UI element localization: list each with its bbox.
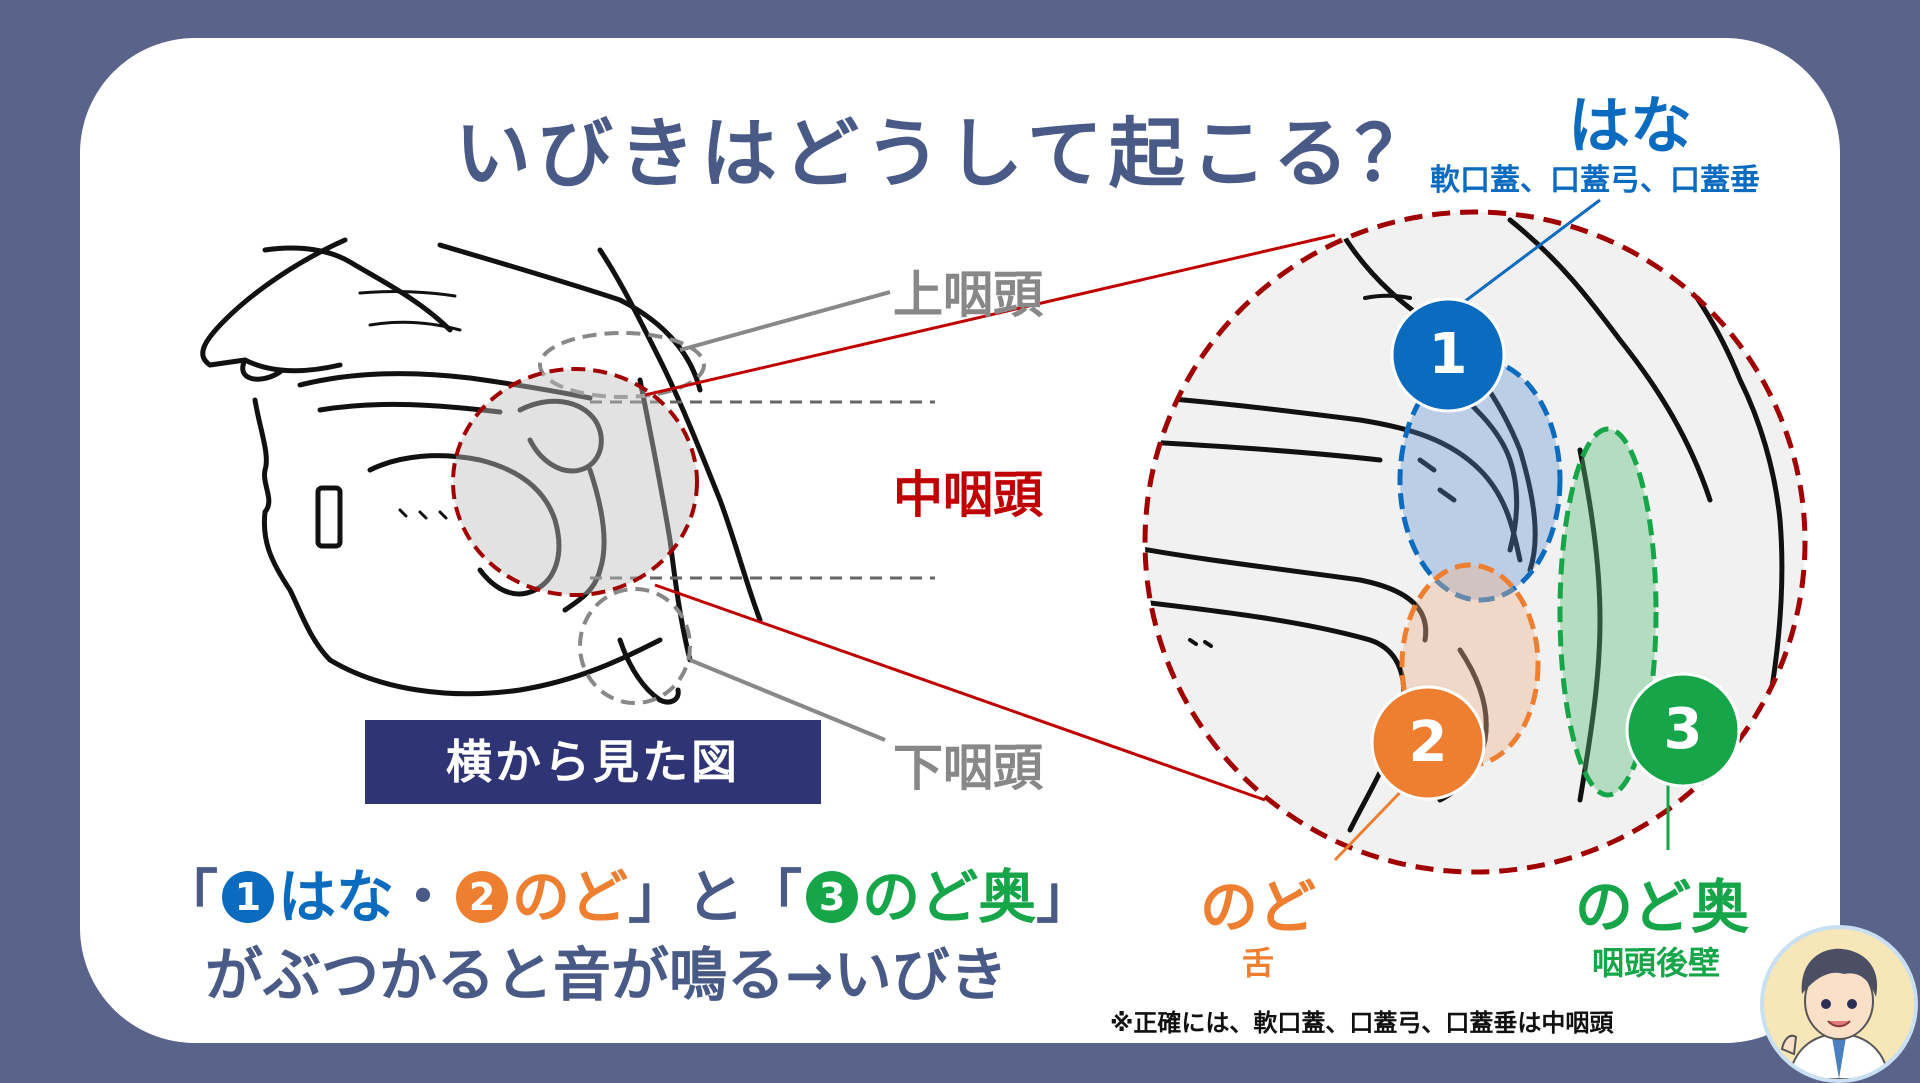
summary-badge-3: 3 [806,870,859,923]
lower-leader [689,658,886,742]
nose-zone [1397,357,1563,603]
avatar-face-icon [1780,948,1891,1079]
summary-line-2: がぶつかると音が鳴る→いびき [205,941,1008,1009]
zoom-circle-border [1142,209,1808,875]
back-title: のど奥 [1575,873,1750,941]
badge-1-number: 1 [1428,322,1468,387]
upper-pharynx-ellipse [538,331,706,399]
divider-lines [590,400,935,580]
doctor-avatar [1760,925,1918,1083]
badge-2-circle [1370,685,1486,801]
summary-open-bracket: 「 [160,863,219,931]
summary-middle-brackets: 」と「 [628,863,803,931]
middle-pharynx-label: 中咽頭 [893,466,1043,524]
zoom-line-bottom [654,583,1266,802]
middle-pharynx-circle [451,367,699,597]
lower-pharynx-label: 下咽頭 [893,739,1043,797]
nose-leader [1459,198,1601,307]
badge-1-circle [1390,297,1506,413]
summary-badge-1: 1 [222,870,275,923]
zoom-line-top [644,233,1336,397]
nose-subtitle: 軟口蓋、口蓋弓、口蓋垂 [1430,163,1760,198]
badge-3-circle [1625,672,1741,788]
upper-leader [679,290,891,352]
summary-badge-2: 2 [456,870,509,923]
upper-pharynx-label: 上咽頭 [893,266,1043,324]
throat-leader [1333,780,1412,862]
head-outline [200,237,763,705]
summary-dot: ・ [394,863,453,931]
side-view-label: 横から見た図 [365,720,821,804]
footnote: ※正確には、軟口蓋、口蓋弓、口蓋垂は中咽頭 [1110,1009,1614,1037]
throat-title: のど [1200,873,1317,941]
summary-back: のど奥 [862,863,1037,931]
throat-subtitle: 舌 [1242,944,1275,982]
summary-close-bracket: 」 [1036,863,1095,931]
nose-title: はな [1568,89,1693,162]
badge-3-number: 3 [1663,697,1703,762]
summary-throat: のど [512,863,629,931]
back-subtitle: 咽頭後壁 [1592,944,1721,982]
badge-2-number: 2 [1408,710,1448,775]
page-title: いびきはどうして起こる？ [455,109,1437,198]
lower-pharynx-ellipse [578,587,692,705]
summary-nose: はな [278,863,395,931]
